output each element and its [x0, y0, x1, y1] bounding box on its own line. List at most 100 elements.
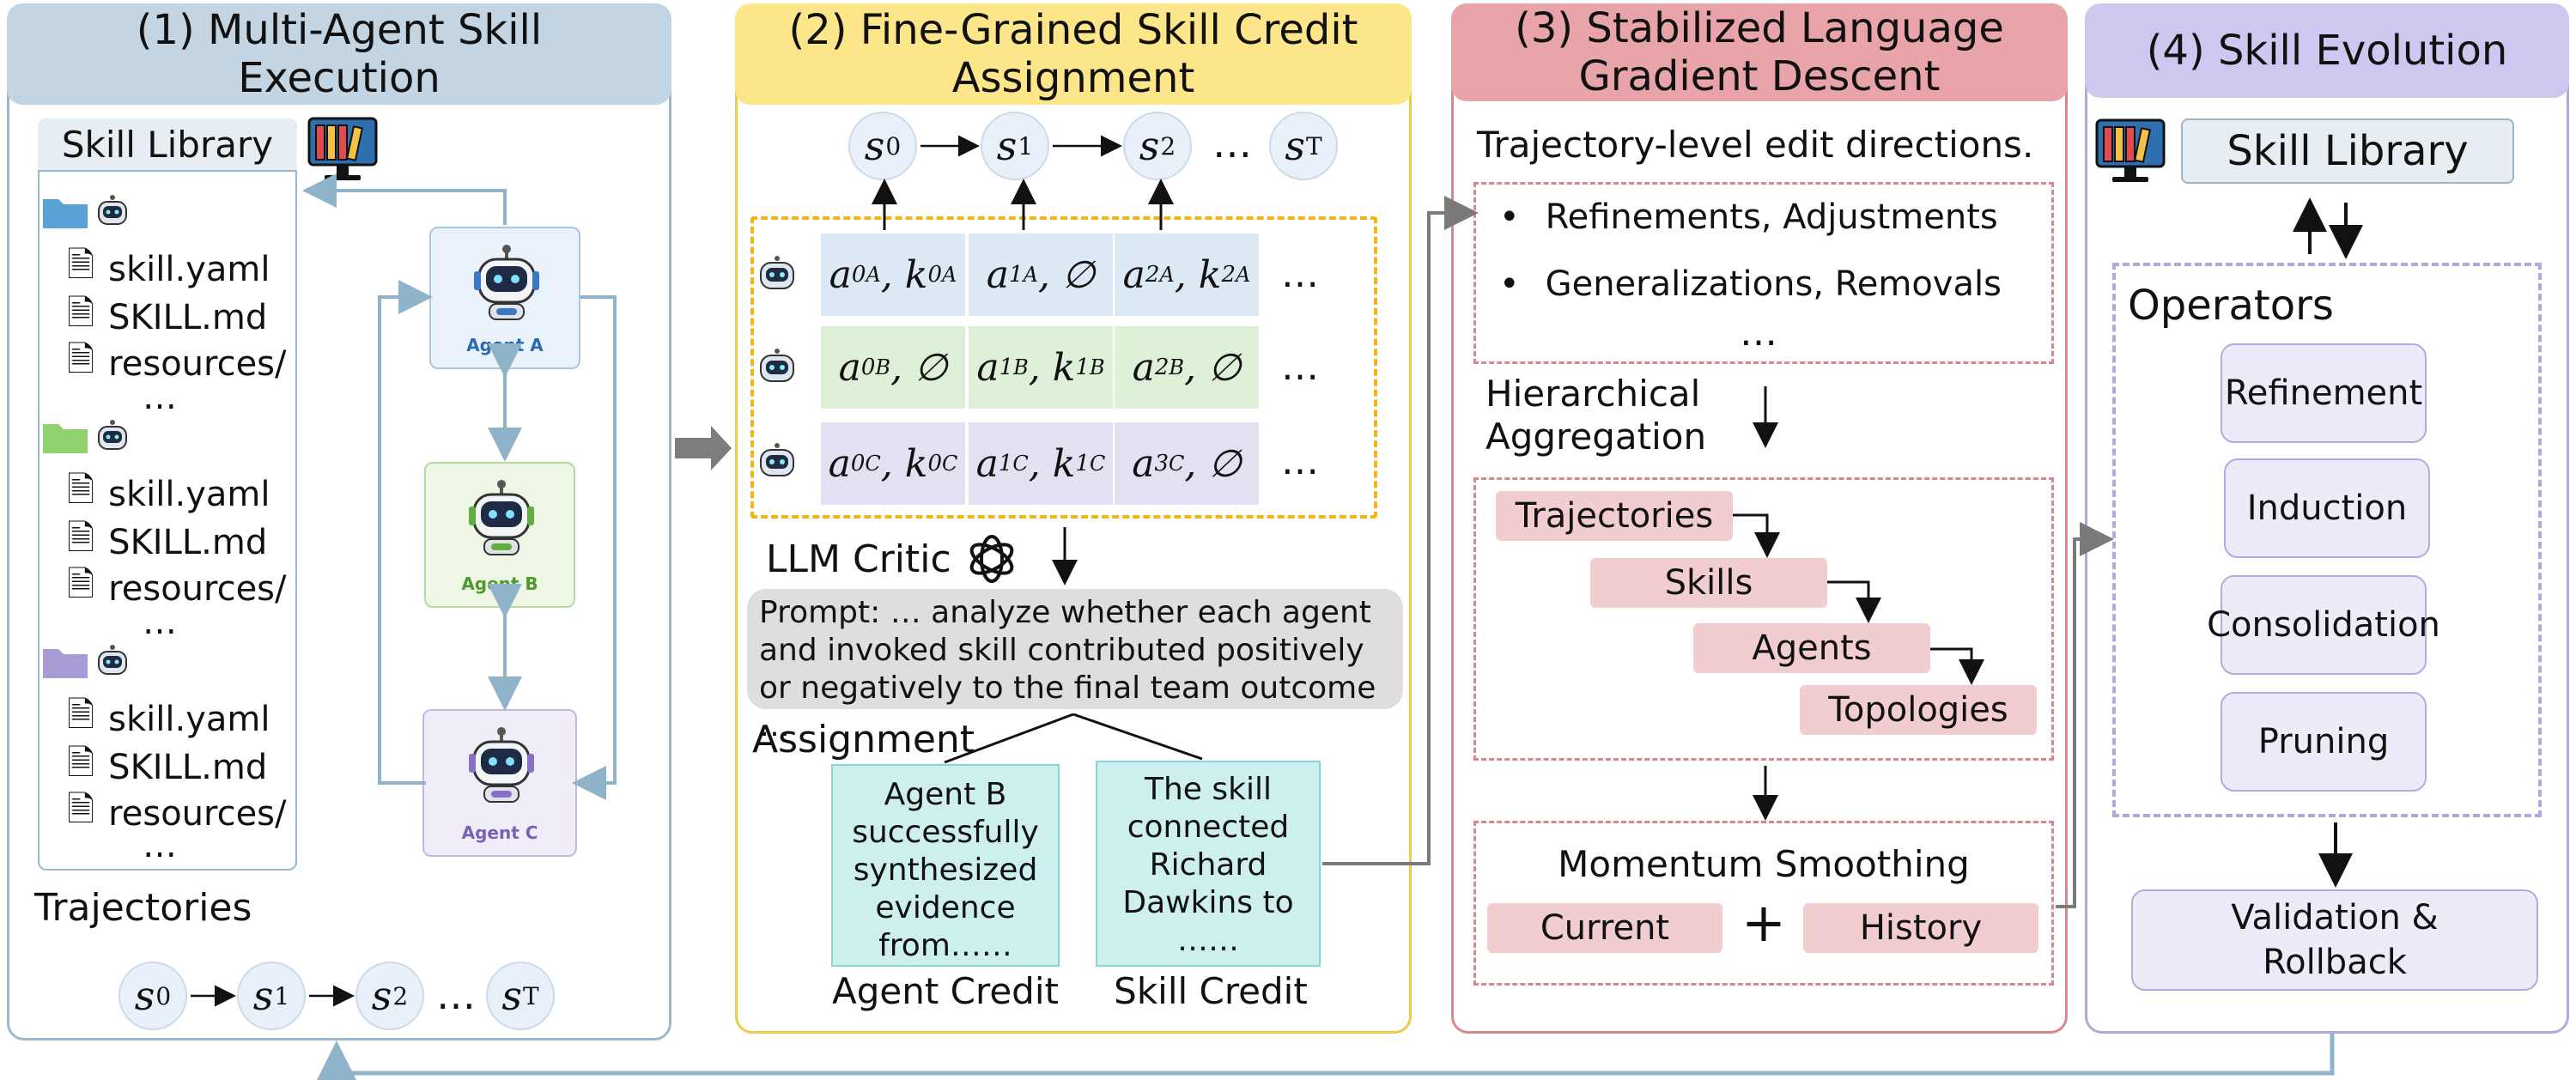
file-icon: 🗎	[67, 340, 95, 379]
panel-3-title: (3) Stabilized Language Gradient Descent	[1451, 3, 2068, 101]
skill-credit-box: The skill connected Richard Dawkins to ……	[1096, 761, 1321, 967]
operator-pruning: Pruning	[2221, 692, 2427, 792]
agent-a-card: Agent A	[429, 227, 580, 369]
edit-directions-label: Trajectory-level edit directions.	[1477, 124, 2034, 166]
folder-group-c: 🗎skill.yaml 🗎SKILL.md 🗎resources/ …	[41, 637, 290, 869]
file-skill-yaml: 🗎skill.yaml	[67, 246, 270, 292]
level-topologies: Topologies	[1800, 685, 2037, 735]
row-a-robot-icon	[756, 254, 799, 294]
validation-rollback-box: Validation & Rollback	[2131, 889, 2538, 991]
library-computer-icon	[304, 115, 381, 184]
folder-icon	[41, 417, 89, 455]
edit-directions-box	[1473, 182, 2054, 364]
operators-box	[2112, 263, 2542, 817]
llm-critic-label: LLM Critic	[766, 537, 951, 581]
file-resources: 🗎resources/	[67, 565, 287, 611]
file-skill-yaml: 🗎skill.yaml	[67, 695, 270, 742]
skill-credit-label: Skill Credit	[1114, 970, 1308, 1012]
bullet-generalizations: Generalizations, Removals	[1499, 264, 2002, 304]
file-icon: 🗎	[67, 519, 95, 558]
skill-library-label: Skill Library	[38, 118, 297, 172]
critic-prompt: Prompt: … analyze whether each agent and…	[747, 589, 1403, 743]
file-icon: 🗎	[67, 246, 95, 285]
current-box: Current	[1487, 903, 1722, 953]
library-computer-icon	[2092, 117, 2169, 185]
file-skill-yaml: 🗎skill.yaml	[67, 470, 270, 517]
robot-icon	[472, 244, 541, 321]
row-a-ellipsis: …	[1281, 252, 1319, 296]
history-box: History	[1803, 903, 2038, 953]
file-icon: 🗎	[67, 565, 95, 604]
agent-credit-box: Agent B successfully synthesized evidenc…	[831, 764, 1060, 967]
operators-label: Operators	[2128, 282, 2334, 330]
aggregation-box	[1473, 477, 2054, 761]
trajectories-label: Trajectories	[34, 886, 252, 930]
file-skill-md: 🗎SKILL.md	[67, 743, 267, 790]
file-skill-md: 🗎SKILL.md	[67, 294, 267, 340]
bullets-ellipsis: …	[1740, 311, 1777, 355]
bullet-refinements: Refinements, Adjustments	[1499, 197, 1998, 237]
row-c-robot-icon	[756, 441, 799, 481]
file-resources: 🗎resources/	[67, 340, 287, 386]
agent-credit-label: Agent Credit	[832, 970, 1059, 1012]
robot-icon	[94, 194, 131, 228]
momentum-box	[1473, 821, 2054, 986]
robot-icon	[467, 726, 536, 804]
row-b-robot-icon	[756, 347, 799, 386]
action-matrix	[750, 216, 1377, 519]
level-trajectories: Trajectories	[1496, 491, 1733, 541]
state-ellipsis: …	[436, 972, 476, 1018]
operator-refinement: Refinement	[2221, 343, 2427, 443]
file-skill-md: 🗎SKILL.md	[67, 519, 267, 565]
row-b-ellipsis: …	[1281, 345, 1319, 389]
operator-consolidation: Consolidation	[2207, 575, 2440, 675]
files-ellipsis: …	[143, 378, 177, 417]
files-ellipsis: …	[143, 603, 177, 642]
row-c-ellipsis: …	[1281, 440, 1319, 483]
level-agents: Agents	[1693, 623, 1930, 673]
panel-2-title: (2) Fine-Grained Skill Credit Assignment	[735, 3, 1412, 105]
file-icon: 🗎	[67, 695, 95, 735]
folder-icon	[41, 642, 89, 680]
momentum-smoothing-label: Momentum Smoothing	[1558, 843, 1970, 885]
agent-b-card: Agent B	[424, 462, 575, 608]
agent-c-label: Agent C	[461, 822, 538, 843]
file-icon: 🗎	[67, 790, 95, 829]
file-icon: 🗎	[67, 294, 95, 333]
plus-sign: +	[1741, 891, 1786, 954]
big-arrow-icon	[675, 426, 732, 470]
files-ellipsis: …	[143, 826, 177, 865]
robot-icon	[94, 644, 131, 678]
panel-1-title: (1) Multi-Agent Skill Execution	[7, 3, 671, 105]
robot-icon	[94, 419, 131, 453]
file-icon: 🗎	[67, 743, 95, 783]
folder-icon	[41, 192, 89, 230]
openai-icon	[963, 531, 1020, 587]
file-resources: 🗎resources/	[67, 790, 287, 836]
robot-icon	[467, 479, 536, 556]
state-ellipsis: …	[1212, 120, 1252, 167]
operator-induction: Induction	[2224, 458, 2430, 558]
assignment-label: Assignment	[752, 718, 975, 761]
folder-group-a: 🗎skill.yaml 🗎SKILL.md 🗎resources/ …	[41, 187, 290, 417]
skill-library-label: Skill Library	[2181, 118, 2514, 184]
hierarchical-aggregation-label: Hierarchical Aggregation	[1485, 373, 1707, 458]
panel-4-title: (4) Skill Evolution	[2085, 3, 2569, 98]
